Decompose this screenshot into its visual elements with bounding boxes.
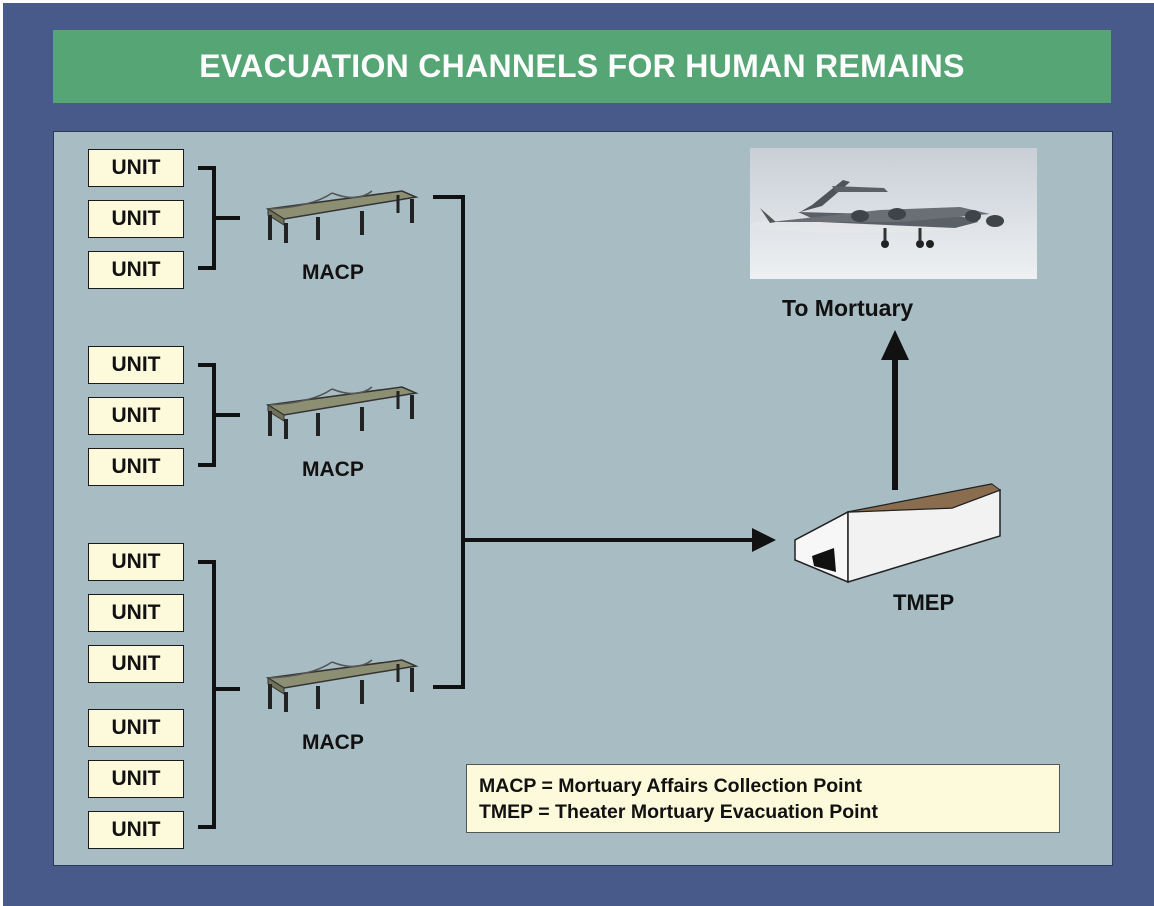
aircraft-image: [750, 148, 1037, 279]
page-title: EVACUATION CHANNELS FOR HUMAN REMAINS: [199, 48, 965, 84]
legend-line: TMEP = Theater Mortuary Evacuation Point: [479, 801, 878, 823]
unit-label: UNIT: [111, 455, 161, 478]
arrow-to-mortuary-head: [881, 330, 909, 360]
legend-line: MACP = Mortuary Affairs Collection Point: [479, 775, 863, 797]
tent-icon: [265, 190, 419, 243]
macp-collector-bracket: [433, 195, 752, 689]
unit-label: UNIT: [111, 258, 161, 281]
tmep-label: TMEP: [893, 590, 955, 615]
arrow-to-tmep: [752, 528, 776, 552]
destination-label: To Mortuary: [782, 295, 914, 321]
unit-box: UNIT: [88, 397, 184, 435]
unit-label: UNIT: [111, 207, 161, 230]
unit-box: UNIT: [88, 543, 184, 581]
unit-box: UNIT: [88, 448, 184, 486]
unit-box: UNIT: [88, 709, 184, 747]
unit-box: UNIT: [88, 251, 184, 289]
building-icon: [794, 483, 1002, 584]
unit-label: UNIT: [111, 652, 161, 675]
unit-box: UNIT: [88, 645, 184, 683]
group-3-bracket: [198, 560, 240, 829]
group-1-bracket: [198, 166, 240, 270]
tent-icon: [265, 659, 419, 712]
unit-box: UNIT: [88, 760, 184, 798]
unit-box: UNIT: [88, 811, 184, 849]
macp-label: MACP: [302, 458, 364, 481]
group-2-bracket: [198, 363, 240, 467]
unit-label: UNIT: [111, 716, 161, 739]
tent-icon: [265, 386, 419, 439]
unit-box: UNIT: [88, 149, 184, 187]
unit-label: UNIT: [111, 818, 161, 841]
unit-box: UNIT: [88, 200, 184, 238]
unit-label: UNIT: [111, 156, 161, 179]
legend-box: MACP = Mortuary Affairs Collection Point…: [466, 764, 1060, 833]
macp-label: MACP: [302, 261, 364, 284]
unit-label: UNIT: [111, 550, 161, 573]
unit-box: UNIT: [88, 594, 184, 632]
macp-label: MACP: [302, 731, 364, 754]
unit-label: UNIT: [111, 353, 161, 376]
unit-label: UNIT: [111, 767, 161, 790]
unit-label: UNIT: [111, 404, 161, 427]
title-banner: EVACUATION CHANNELS FOR HUMAN REMAINS: [53, 30, 1111, 103]
unit-label: UNIT: [111, 601, 161, 624]
unit-box: UNIT: [88, 346, 184, 384]
